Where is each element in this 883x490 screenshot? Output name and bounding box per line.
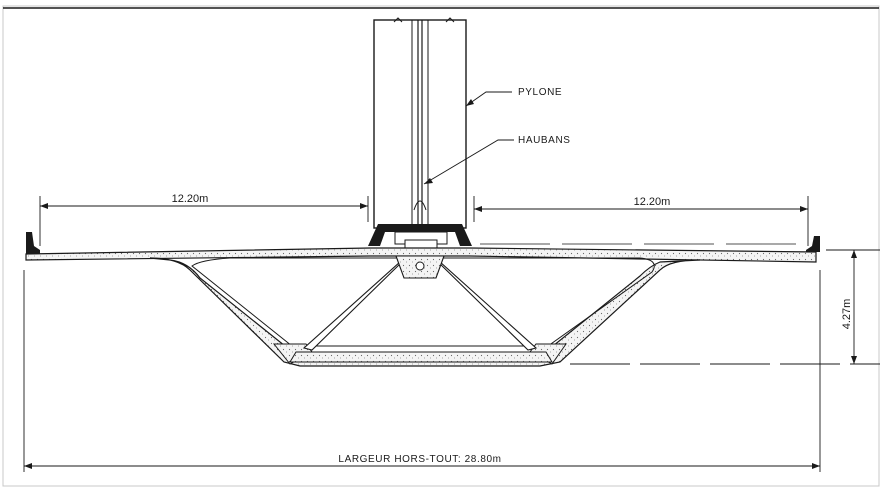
right-span-label: 12.20m xyxy=(634,196,671,208)
pylon xyxy=(373,17,467,229)
overall-width-label: LARGEUR HORS-TOUT: 28.80m xyxy=(338,454,501,465)
depth-label: 4.27m xyxy=(841,299,853,330)
right-span-dimension: 12.20m xyxy=(473,196,809,246)
parapets xyxy=(26,232,820,254)
drawing-frame xyxy=(2,5,880,487)
pylon-base xyxy=(368,224,472,249)
pylon-leader: PYLONE xyxy=(465,87,562,107)
left-span-label: 12.20m xyxy=(172,193,209,205)
depth-dimension: 4.27m xyxy=(570,249,880,365)
left-span-dimension: 12.20m xyxy=(39,193,369,246)
deck-section xyxy=(25,247,817,367)
pylon-label: PYLONE xyxy=(518,87,562,98)
internal-struts xyxy=(302,255,538,351)
stays-label: HAUBANS xyxy=(518,135,571,146)
overall-width-dimension: LARGEUR HORS-TOUT: 28.80m xyxy=(23,270,821,472)
stays-leader: HAUBANS xyxy=(423,135,571,185)
